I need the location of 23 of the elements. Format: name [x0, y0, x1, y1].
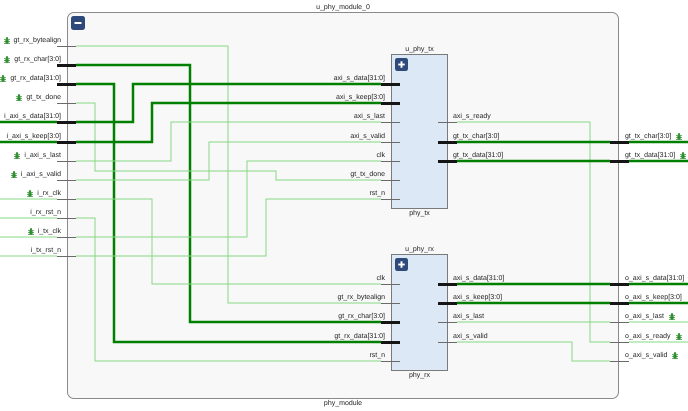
wire: [457, 302, 610, 304]
wire: [629, 140, 688, 144]
wire: [76, 102, 382, 180]
wire: [457, 140, 610, 144]
wire: [0, 236, 58, 238]
wire: [76, 82, 381, 124]
wire: [0, 120, 57, 124]
wire: [76, 102, 381, 144]
wire: [76, 142, 382, 180]
wire: [0, 140, 57, 144]
wire: [629, 282, 688, 286]
wire: [76, 122, 382, 162]
wire: [457, 282, 610, 286]
wire: [76, 218, 382, 362]
wire: [629, 160, 688, 162]
wire: [457, 160, 610, 162]
wire: [76, 198, 382, 284]
wire: [76, 198, 382, 256]
wire: [629, 302, 688, 304]
wire: [0, 198, 58, 200]
wire: [456, 342, 610, 362]
wire: [76, 160, 382, 238]
wire: [456, 122, 610, 342]
